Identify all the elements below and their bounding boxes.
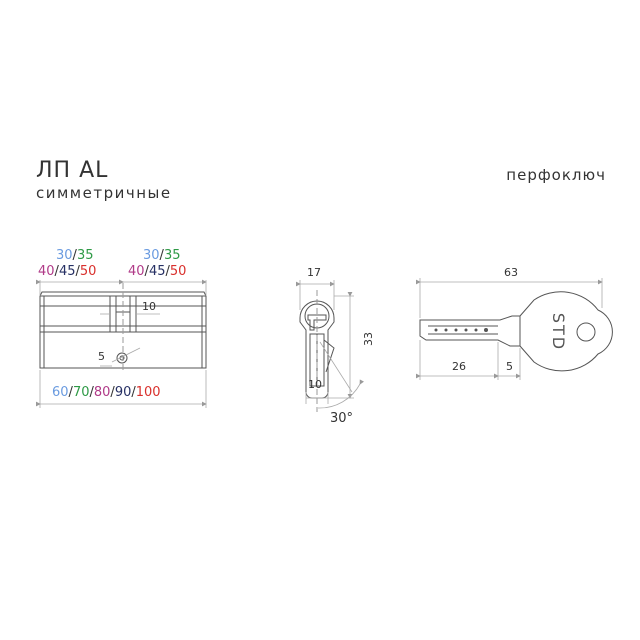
- size-part: /: [75, 264, 80, 279]
- profile-height-label: 33: [362, 332, 375, 346]
- key-type-label: перфоключ: [506, 166, 606, 184]
- key-length-label: 63: [504, 266, 518, 279]
- product-subtitle: симметричные: [36, 184, 172, 202]
- total-size-label: 60/70/80/90/100: [52, 385, 161, 400]
- size-part: /: [89, 385, 94, 400]
- size-part: /: [160, 248, 165, 263]
- profile-bottom-label: 10: [308, 378, 322, 391]
- size-part: /: [110, 385, 115, 400]
- key-view: [419, 291, 613, 372]
- size-part: 100: [136, 385, 161, 400]
- cylinder-profile-view: [299, 290, 335, 412]
- size-part: /: [131, 385, 136, 400]
- screw-offset-label: 5: [98, 350, 105, 363]
- size-part: /: [55, 264, 60, 279]
- size-part: 30: [56, 248, 73, 263]
- size-part: 40: [38, 264, 55, 279]
- size-part: 70: [73, 385, 90, 400]
- size-part: 50: [80, 264, 97, 279]
- size-part: /: [145, 264, 150, 279]
- product-title: ЛП AL: [36, 158, 109, 183]
- size-part: 35: [164, 248, 181, 263]
- right-size-top: 30/35: [143, 248, 180, 263]
- size-part: 30: [143, 248, 160, 263]
- key-dimples: [434, 328, 488, 332]
- size-part: 45: [59, 264, 76, 279]
- cylinder-side-view: [39, 283, 207, 370]
- key-stamp: STD: [549, 313, 568, 351]
- left-size-bottom: 40/45/50: [38, 264, 96, 279]
- left-size-top: 30/35: [56, 248, 93, 263]
- size-part: 40: [128, 264, 145, 279]
- size-part: 90: [115, 385, 132, 400]
- size-part: 60: [52, 385, 69, 400]
- right-size-bottom: 40/45/50: [128, 264, 186, 279]
- size-part: 50: [170, 264, 187, 279]
- key-dimension-lines: [416, 278, 603, 380]
- size-part: 35: [77, 248, 94, 263]
- size-part: /: [165, 264, 170, 279]
- key-step-label: 5: [506, 360, 513, 373]
- size-part: /: [73, 248, 78, 263]
- size-part: 80: [94, 385, 111, 400]
- size-part: /: [69, 385, 74, 400]
- cylinder-dimension-lines: [36, 279, 207, 408]
- cam-width-label: 10: [142, 300, 156, 313]
- profile-width-label: 17: [307, 266, 321, 279]
- size-part: 45: [149, 264, 166, 279]
- profile-dimension-lines: [296, 280, 365, 409]
- key-blade-label: 26: [452, 360, 466, 373]
- angle-label: 30°: [330, 411, 353, 426]
